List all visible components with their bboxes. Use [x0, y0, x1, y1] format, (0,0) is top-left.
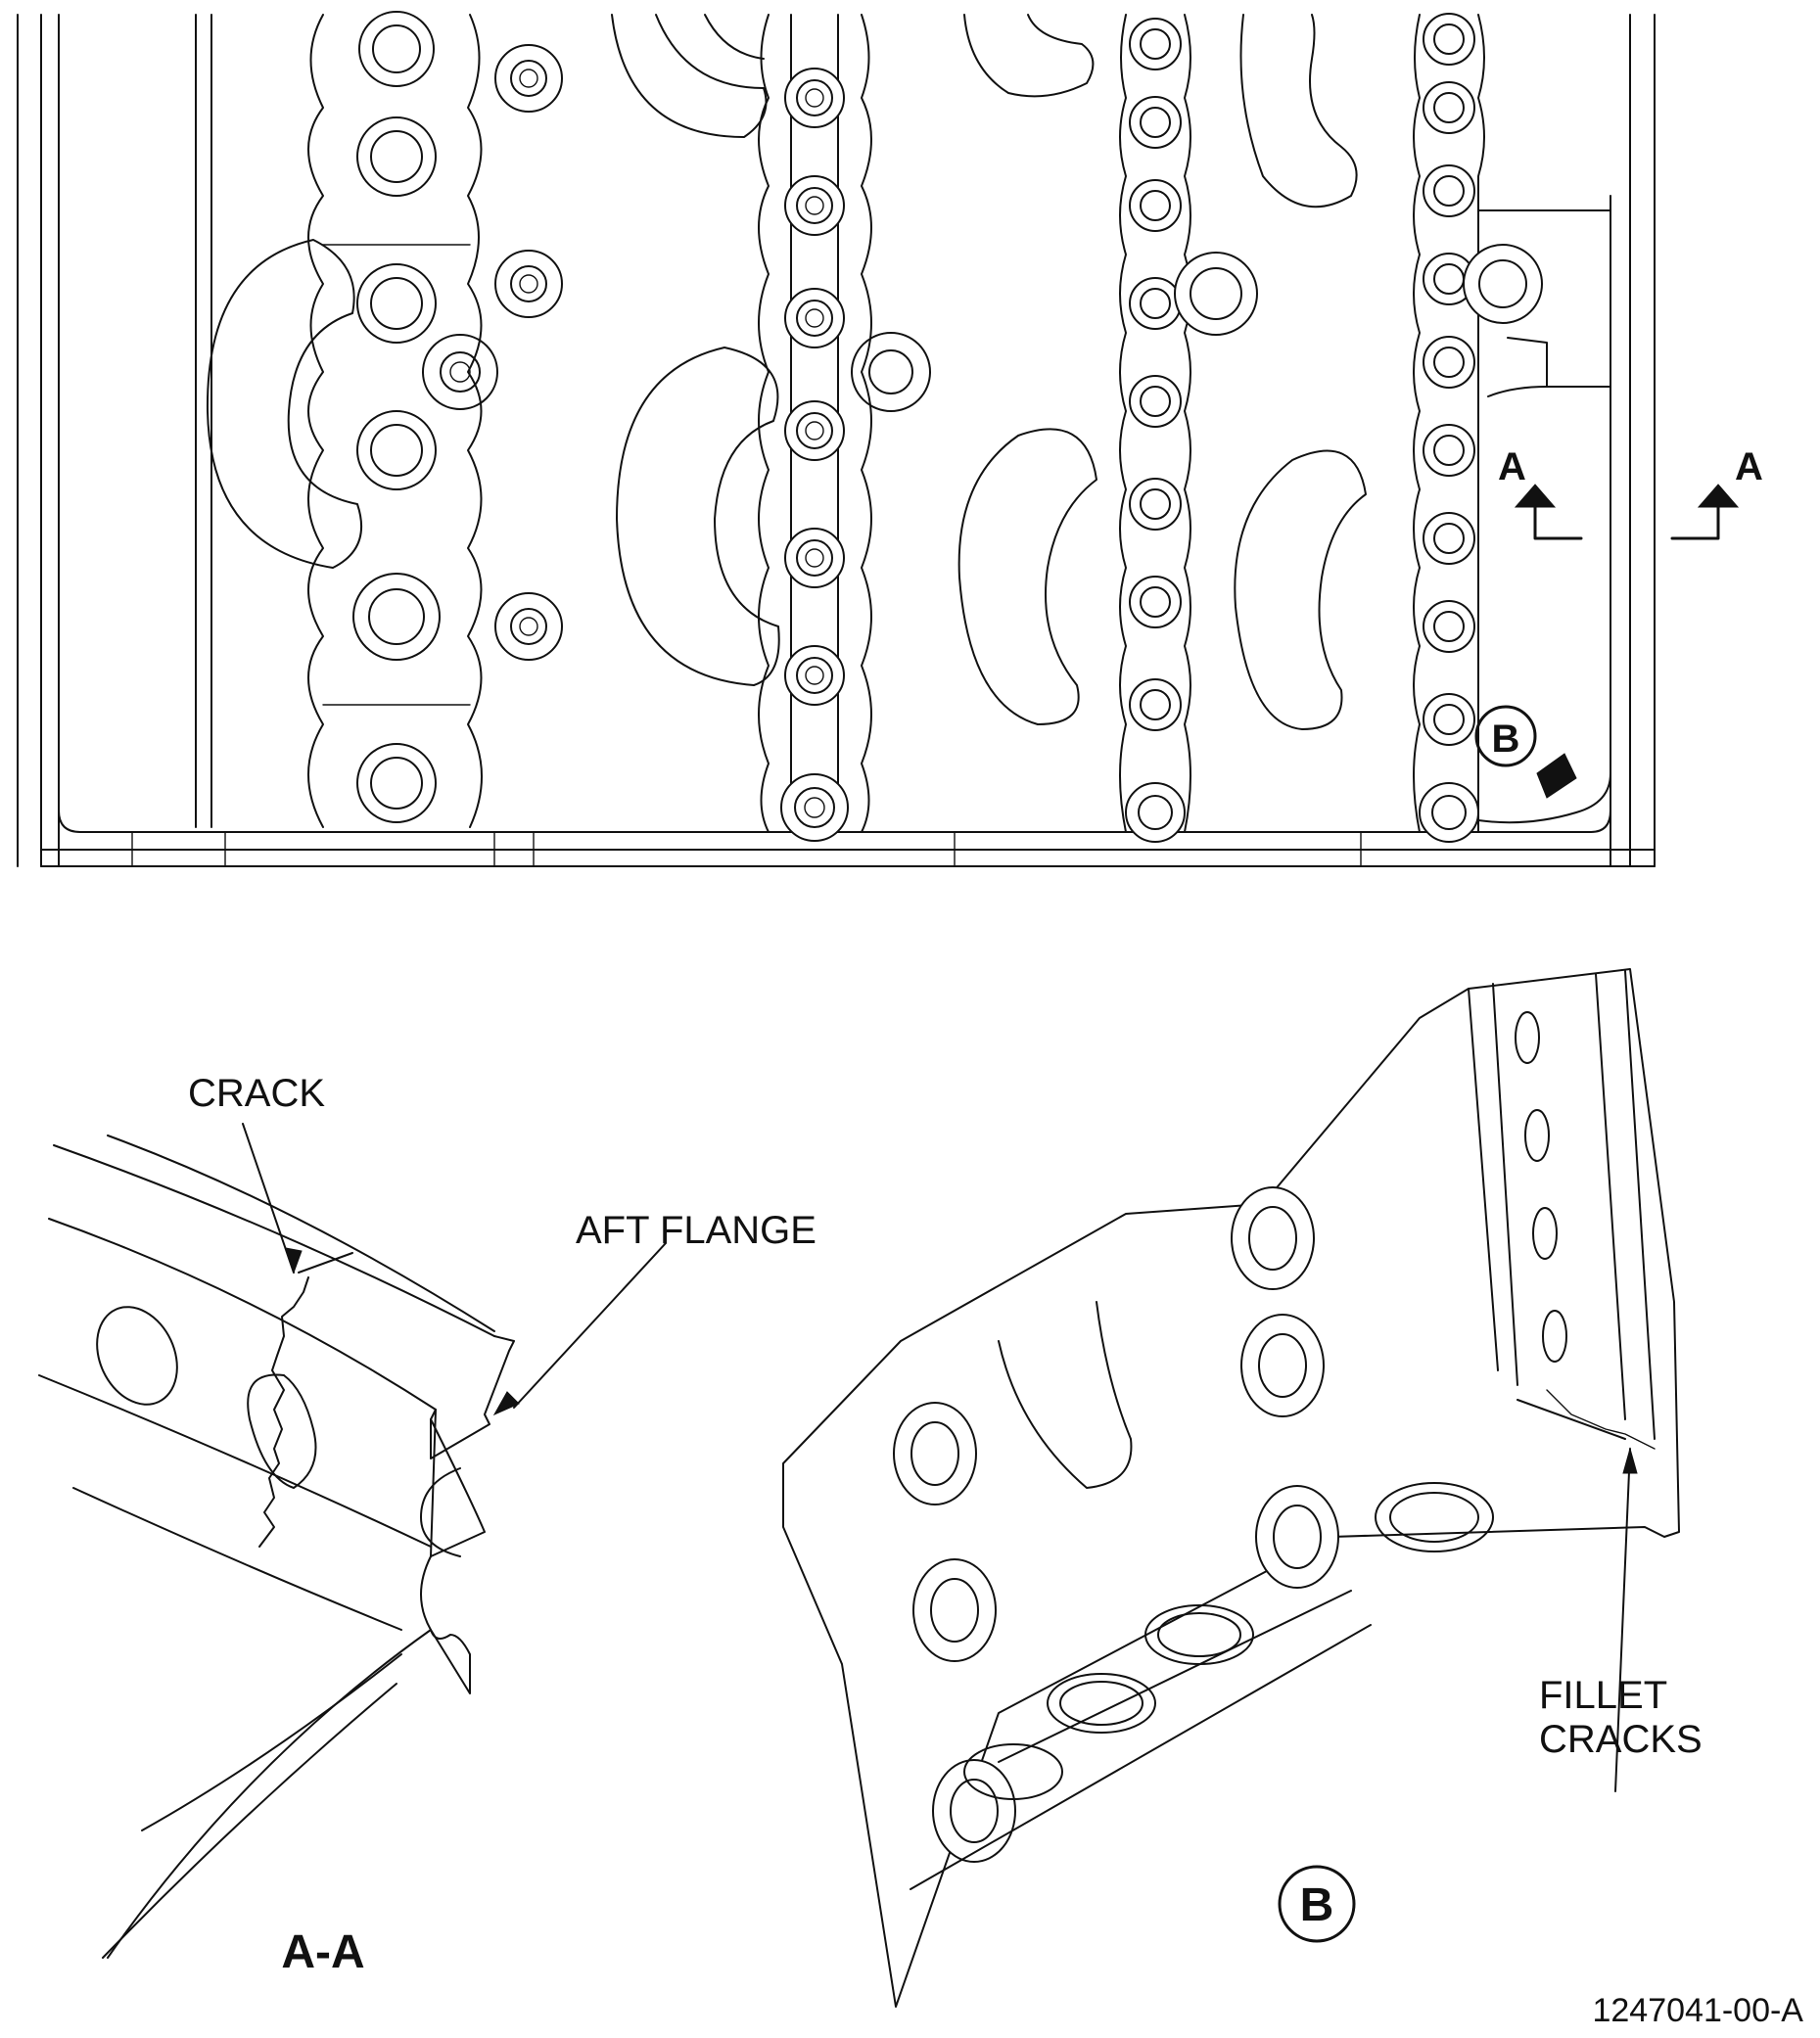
detail-marker-top: B [1492, 718, 1520, 761]
view-direction-arrow-icon [1536, 753, 1577, 799]
boss-column-2 [611, 14, 931, 842]
detail-title: B [1300, 1879, 1334, 1931]
section-marker-left: A [1498, 445, 1526, 488]
section-cut-markers: A A [1498, 445, 1763, 540]
aft-flange-label: AFT FLANGE [576, 1209, 817, 1252]
detail-callout-b: B [1474, 705, 1577, 799]
crack-label: CRACK [188, 1072, 325, 1115]
section-a-a-view: CRACK AFT FLANGE A-A [38, 1072, 817, 1978]
fillet-cracks-label-line1: FILLET [1539, 1674, 1667, 1717]
figure-id: 1247041-00-A [1592, 1992, 1803, 2029]
boss-column-1 [206, 11, 563, 828]
detail-b-view: FILLET CRACKS B [782, 968, 1703, 2008]
fillet-cracks-label-line2: CRACKS [1539, 1718, 1703, 1761]
plan-view: A A B [17, 11, 1763, 867]
boss-column-3 [957, 14, 1367, 843]
boss-column-4 [1413, 13, 1611, 843]
section-arrow-right-icon [1697, 484, 1740, 508]
section-marker-right: A [1735, 445, 1763, 488]
section-title: A-A [281, 1926, 364, 1978]
